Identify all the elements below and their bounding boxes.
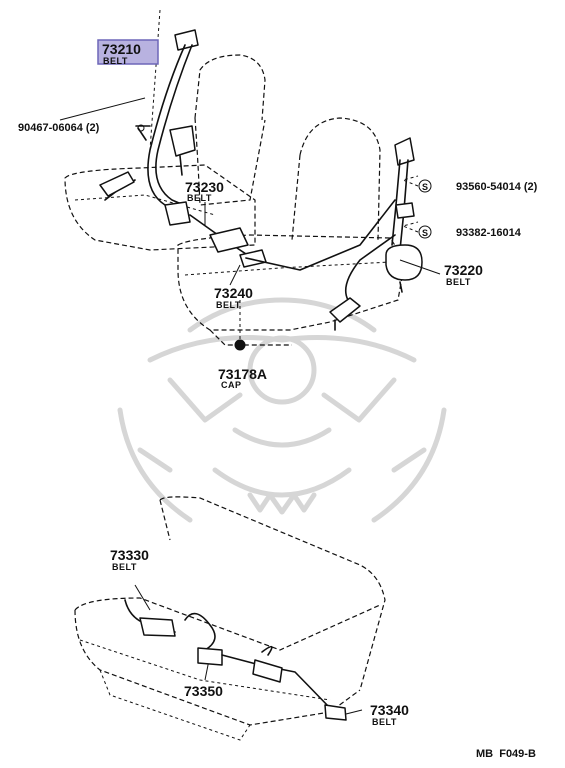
- part-number: 90467-06064 (2): [18, 122, 100, 134]
- front-seats-illustration: [64, 9, 406, 346]
- belt-73210-illustration: [99, 29, 256, 261]
- callout-73220[interactable]: 73220 BELT: [444, 262, 483, 287]
- callout-73178a[interactable]: 73178A CAP: [218, 366, 267, 390]
- part-name: BELT: [103, 56, 128, 66]
- callout-93382-16014[interactable]: S 93382-16014: [418, 225, 522, 239]
- part-number: 93382-16014: [456, 227, 522, 239]
- callout-73240[interactable]: 73240 BELT: [214, 285, 253, 310]
- part-name: BELT: [372, 717, 397, 727]
- callout-93560-54014[interactable]: S 93560-54014 (2): [418, 179, 538, 193]
- callout-73340[interactable]: 73340 BELT: [370, 702, 409, 727]
- part-number: 73330: [110, 547, 149, 563]
- part-number: 73350: [184, 683, 223, 699]
- belt-73220-illustration: [329, 137, 423, 331]
- figure-code: MB F049-B: [476, 748, 536, 760]
- part-name: CAP: [221, 380, 242, 390]
- part-number: 73340: [370, 702, 409, 718]
- fastener-illustrations: [135, 125, 246, 351]
- part-name: BELT: [446, 277, 471, 287]
- part-name: BELT: [187, 193, 212, 203]
- part-number: 73230: [185, 179, 224, 195]
- callout-73210-highlight: [97, 39, 159, 65]
- part-number: 73210: [102, 41, 141, 57]
- part-number: 93560-54014 (2): [456, 181, 538, 193]
- watermark-logo: [117, 297, 447, 523]
- callout-73230[interactable]: 73230 BELT: [185, 179, 224, 203]
- part-name: BELT: [112, 562, 137, 572]
- belt-73230-73240-illustration: [209, 199, 396, 271]
- callout-73330[interactable]: 73330 BELT: [110, 547, 149, 572]
- callout-73350[interactable]: 73350: [184, 683, 223, 699]
- s-symbol-icon: S: [422, 182, 428, 192]
- rear-seat-illustration: [74, 496, 386, 741]
- leader-lines: [59, 97, 441, 716]
- callout-73210[interactable]: 73210 BELT: [97, 39, 159, 66]
- part-number: 73220: [444, 262, 483, 278]
- rear-belts-illustration: [124, 599, 347, 721]
- part-number: 73178A: [218, 366, 267, 382]
- part-number: 73240: [214, 285, 253, 301]
- s-symbol-icon: S: [422, 228, 428, 238]
- part-name: BELT: [216, 300, 241, 310]
- callout-90467-06064[interactable]: 90467-06064 (2): [18, 122, 100, 134]
